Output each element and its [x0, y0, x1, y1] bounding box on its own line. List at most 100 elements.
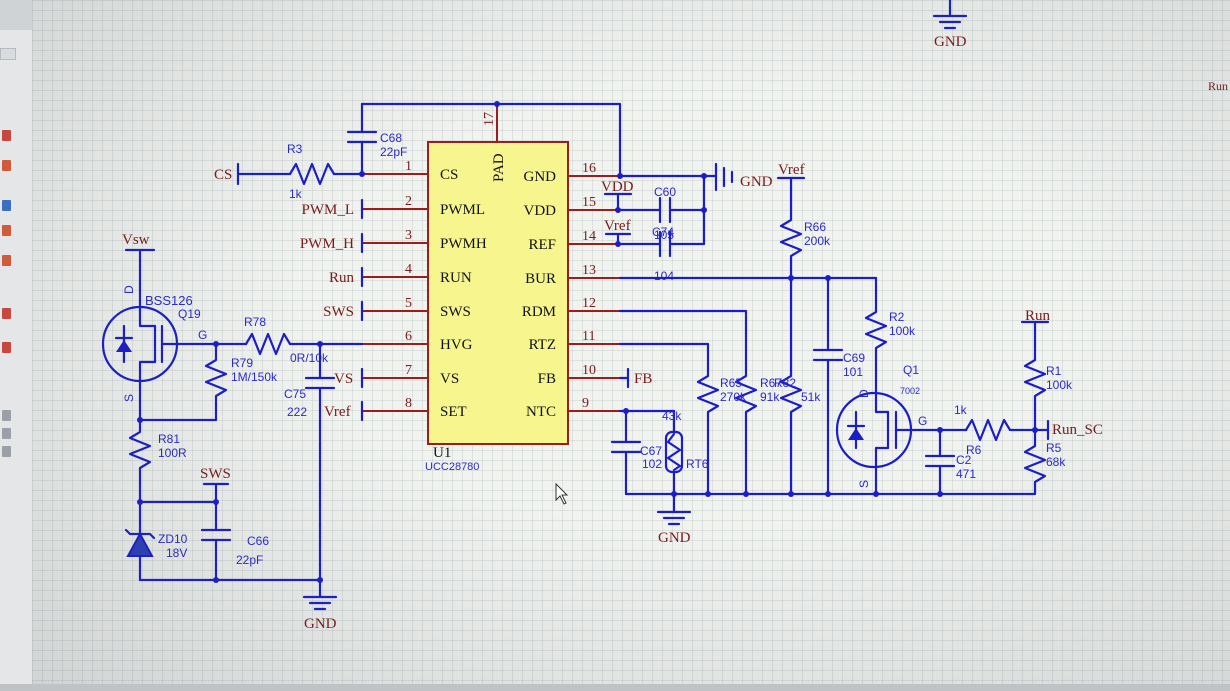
r6-value: 1k — [954, 403, 968, 417]
pin-num-5: 5 — [405, 296, 412, 311]
q1-d: D — [857, 389, 871, 398]
file-icon[interactable] — [2, 130, 11, 141]
file-icon[interactable] — [2, 225, 11, 236]
q19-g: G — [198, 328, 207, 342]
net-label-run-sc: Run_SC — [1052, 422, 1103, 438]
schematic-sheet[interactable]: U1 UCC28780 PAD CS PWML PWMH RUN SWS HVG… — [32, 0, 1230, 691]
pin-name-14: REF — [528, 237, 556, 253]
pin-num-12: 12 — [582, 296, 596, 311]
pin-name-10: FB — [538, 371, 556, 387]
file-icon[interactable] — [2, 342, 11, 353]
rt6-value: 43k — [662, 409, 682, 423]
r78-value: 0R/10k — [290, 351, 329, 365]
net-label-vsw: Vsw — [122, 232, 150, 248]
net-label-vref-r66: Vref — [778, 162, 805, 178]
file-icon[interactable] — [2, 255, 11, 266]
file-icon[interactable] — [2, 410, 11, 421]
junction-dot — [213, 499, 219, 505]
net-label-gnd-right: GND — [740, 174, 773, 190]
schematic-canvas[interactable]: U1 UCC28780 PAD CS PWML PWMH RUN SWS HVG… — [32, 0, 1230, 691]
pin-num-3: 3 — [405, 228, 412, 243]
r79-value: 1M/150k — [231, 370, 278, 384]
q1-g: G — [918, 414, 927, 428]
q1-s: S — [857, 480, 871, 488]
r65-value: 270k — [720, 390, 747, 404]
net-label-gnd-top: GND — [934, 34, 967, 50]
net-label-vdd: VDD — [601, 179, 634, 195]
pin-num-17: 17 — [482, 112, 497, 126]
resistor-r67[interactable] — [618, 309, 758, 496]
q19-ref: Q19 — [178, 307, 201, 321]
c74-ref: C74 — [652, 225, 674, 239]
c75-ref: C75 — [284, 387, 306, 401]
file-icon[interactable] — [2, 446, 11, 457]
resistor-r6[interactable] — [964, 418, 1030, 442]
c68-value: 22pF — [380, 145, 407, 159]
file-icon[interactable] — [2, 160, 11, 171]
zener-zd10[interactable] — [126, 531, 154, 557]
mosfet-q1-source — [874, 446, 890, 496]
resistor-r81[interactable] — [128, 418, 152, 504]
pin-name-15: VDD — [524, 203, 557, 219]
resistor-r82[interactable] — [779, 276, 803, 496]
r1-ref: R1 — [1046, 364, 1062, 378]
pin-num-13: 13 — [582, 263, 596, 278]
junction-dot — [743, 491, 749, 497]
zener-zd10-bar — [124, 528, 156, 540]
c75-value: 222 — [287, 405, 307, 419]
file-icon[interactable] — [2, 308, 11, 319]
junction-dot — [701, 207, 707, 213]
pin-name-3: PWMH — [440, 236, 487, 252]
pin-num-4: 4 — [405, 262, 412, 277]
ic-body[interactable] — [427, 141, 569, 445]
pin-num-9: 9 — [582, 396, 589, 411]
pin-num-1: 1 — [405, 159, 412, 174]
resistor-r2[interactable] — [864, 276, 888, 402]
pin-num-14: 14 — [582, 229, 596, 244]
pin-name-5: SWS — [440, 304, 471, 320]
c69-value: 101 — [843, 365, 863, 379]
c74-value: 104 — [654, 269, 674, 283]
c67-value: 102 — [642, 457, 662, 471]
r1-value: 100k — [1046, 378, 1073, 392]
pin-name-16: GND — [524, 169, 557, 185]
c2-value: 471 — [956, 467, 976, 481]
mosfet-q19-drain — [138, 308, 157, 328]
pin-name-9: NTC — [526, 404, 556, 420]
resistor-r79[interactable] — [138, 342, 228, 422]
resistor-r78[interactable] — [244, 332, 292, 356]
file-icon[interactable] — [2, 200, 11, 211]
r65-ref: R65 — [720, 376, 742, 390]
q1-part: 7002 — [900, 386, 920, 396]
net-label-fb: FB — [634, 371, 652, 387]
status-bar — [0, 684, 1230, 691]
resistor-r1[interactable] — [1023, 320, 1047, 432]
c60-ref: C60 — [654, 185, 676, 199]
r2-value: 100k — [889, 324, 916, 338]
junction-dot — [825, 491, 831, 497]
file-icon[interactable] — [2, 428, 11, 439]
zd10-ref: ZD10 — [158, 532, 188, 546]
net-label-pwmh: PWM_H — [300, 236, 354, 252]
panel-tab[interactable] — [0, 48, 16, 60]
q19-d: D — [122, 285, 136, 294]
resistor-r3[interactable] — [288, 162, 336, 186]
mouse-cursor-icon — [555, 482, 569, 505]
pin-name-4: RUN — [440, 270, 472, 286]
resistor-r66[interactable] — [779, 176, 803, 280]
junction-dot — [213, 577, 219, 583]
c2-ref: C2 — [956, 453, 972, 467]
r79-ref: R79 — [231, 356, 253, 370]
pin-num-2: 2 — [405, 194, 412, 209]
junction-dot — [705, 491, 711, 497]
pin-num-15: 15 — [582, 195, 596, 210]
net-label-cs: CS — [214, 167, 232, 183]
r5-ref: R5 — [1046, 441, 1062, 455]
pin-name-1: CS — [440, 167, 458, 183]
ic-part: UCC28780 — [425, 461, 479, 473]
net-label-vref-cap: Vref — [604, 218, 631, 234]
c69-ref: C69 — [843, 351, 865, 365]
resistor-r5[interactable] — [1023, 428, 1047, 496]
net-label-run: Run — [329, 270, 355, 286]
resistor-r65[interactable] — [618, 342, 720, 496]
